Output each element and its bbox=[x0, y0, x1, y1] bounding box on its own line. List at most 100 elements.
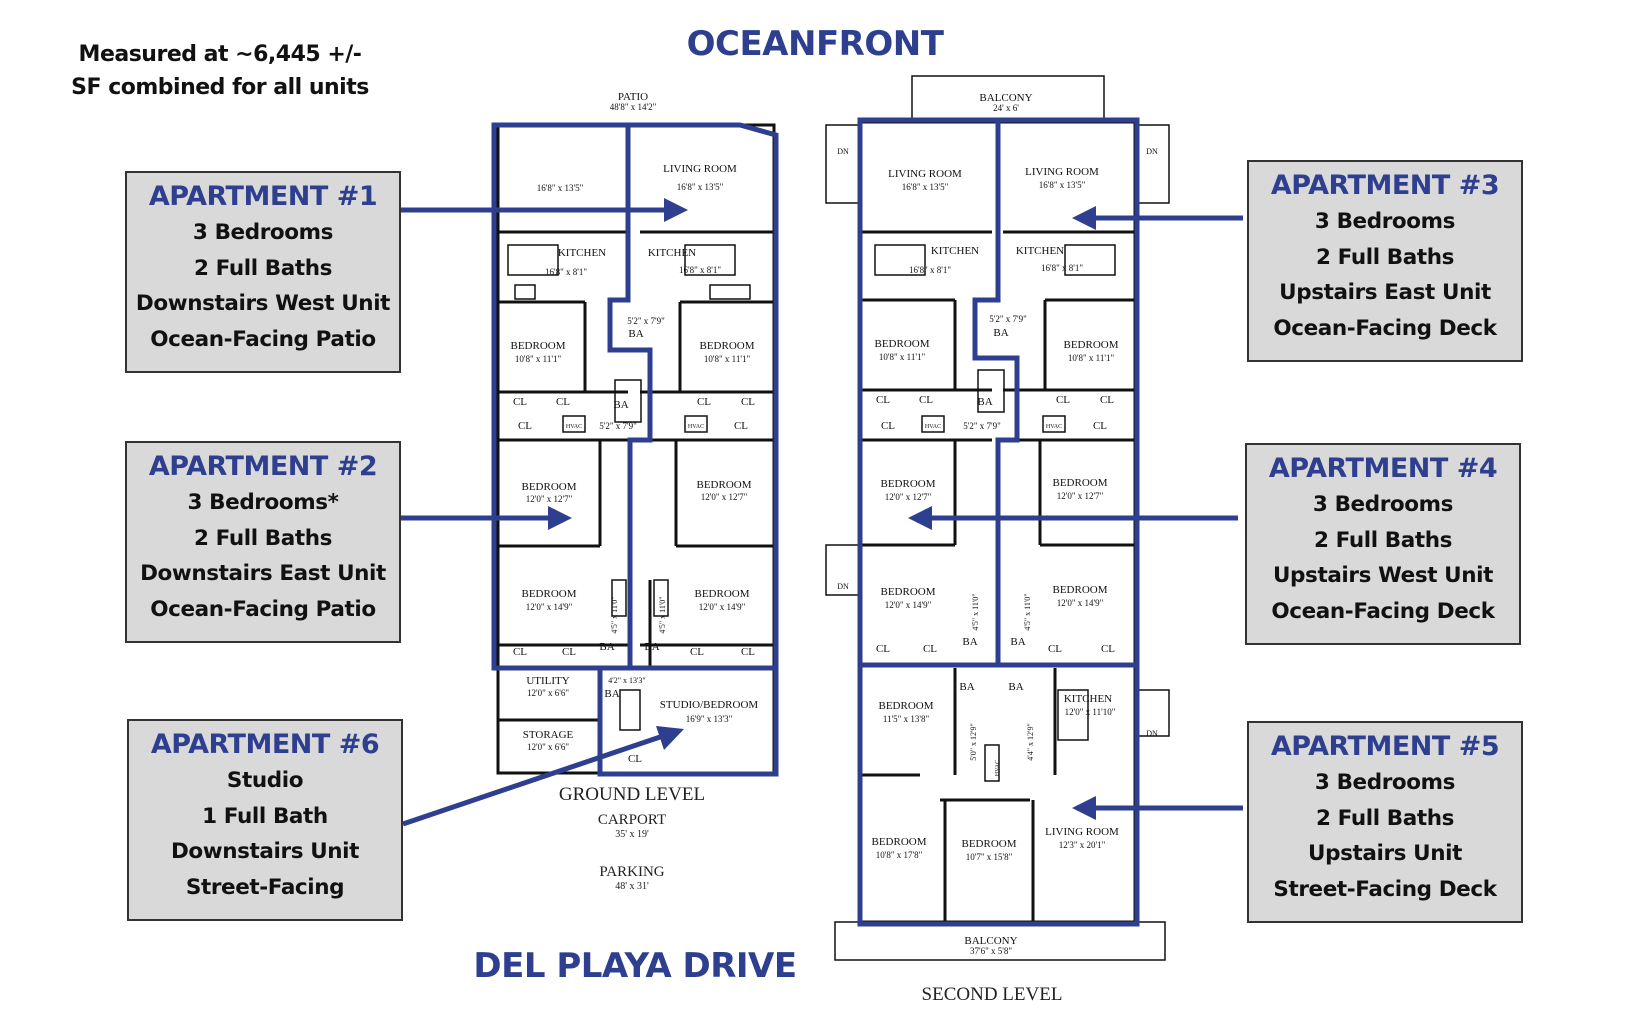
parking-dim: 48' x 31' bbox=[615, 881, 649, 892]
kitchen-label-1: KITCHEN bbox=[558, 247, 606, 259]
apartment-1-line-4: Ocean-Facing Patio bbox=[150, 326, 376, 352]
bedroom-2b-dim: 10'8" x 11'1" bbox=[1068, 353, 1115, 363]
hvac-label-1: HVAC bbox=[566, 424, 582, 430]
ba-dim-1: 5'2" x 7'9" bbox=[627, 316, 665, 326]
ba-label-2: BA bbox=[613, 399, 628, 411]
ba-label-3: BA bbox=[599, 641, 614, 653]
studio-ba-dim: 4'2" x 13'3" bbox=[608, 676, 645, 685]
bedroom-label-1: BEDROOM bbox=[510, 340, 565, 352]
apartment-3-title: APARTMENT #3 bbox=[1270, 170, 1500, 201]
cl-2: CL bbox=[556, 396, 570, 408]
dn-1: DN bbox=[837, 147, 849, 156]
cl-1: CL bbox=[513, 396, 527, 408]
hvac-2a: HVAC bbox=[925, 424, 941, 430]
bedroom-dim-2: 10'8" x 11'1" bbox=[704, 354, 751, 364]
studio-label: STUDIO/BEDROOM bbox=[660, 699, 759, 711]
ba-2f-label: BA bbox=[1008, 681, 1023, 693]
bedroom-label-5: BEDROOM bbox=[521, 588, 576, 600]
bedroom-2d-dim: 12'0" x 12'7" bbox=[1057, 491, 1104, 501]
balcony-bot-label: BALCONY bbox=[964, 935, 1017, 947]
cl-5: CL bbox=[741, 396, 755, 408]
living-label: LIVING ROOM bbox=[663, 163, 737, 175]
bedroom-label-2: BEDROOM bbox=[699, 340, 754, 352]
ba-small-dim-2: 4'5" x 11'0" bbox=[658, 596, 667, 633]
cl-2c: CL bbox=[881, 420, 895, 432]
bedroom-2h-dim: 10'8" x 17'8" bbox=[876, 850, 923, 860]
apartment-6-line-2: 1 Full Bath bbox=[202, 803, 328, 829]
carport-label: CARPORT bbox=[597, 812, 667, 828]
ba-2a-dim: 5'2" x 7'9" bbox=[989, 314, 1027, 324]
bedroom-dim-1: 10'8" x 11'1" bbox=[515, 354, 562, 364]
hvac-2c: HVAC bbox=[995, 760, 1001, 776]
apartment-1-title: APARTMENT #1 bbox=[148, 181, 378, 212]
callout-arrows bbox=[400, 198, 1243, 827]
ba-2f-dim: 4'4" x 12'9" bbox=[1026, 723, 1035, 760]
storage-label: STORAGE bbox=[523, 729, 574, 741]
bedroom-2a-label: BEDROOM bbox=[874, 338, 929, 350]
cl-8: CL bbox=[562, 646, 576, 658]
cl-3: CL bbox=[518, 420, 532, 432]
studio-cl: CL bbox=[628, 753, 642, 765]
bedroom-2g-dim: 11'5" x 13'8" bbox=[883, 714, 930, 724]
apartment-1-line-3: Downstairs West Unit bbox=[135, 291, 391, 316]
apartment-2-line-1: 3 Bedrooms* bbox=[187, 490, 339, 515]
cl-7: CL bbox=[513, 646, 527, 658]
apartment-4-line-4: Ocean-Facing Deck bbox=[1271, 598, 1495, 624]
kitchen-dim-2: 16'8" x 8'1" bbox=[679, 265, 721, 275]
ba-label-1: BA bbox=[628, 328, 643, 340]
apartment-3-line-4: Ocean-Facing Deck bbox=[1273, 315, 1497, 341]
apartment-4-line-2: 2 Full Baths bbox=[1313, 527, 1453, 553]
bedroom-label-3: BEDROOM bbox=[521, 481, 576, 493]
kitchen-dim-1: 16'8" x 8'1" bbox=[545, 267, 587, 277]
living-2a-label: LIVING ROOM bbox=[888, 168, 962, 180]
unit-outlines bbox=[491, 117, 1140, 927]
kitchen-label-2: KITCHEN bbox=[648, 247, 696, 259]
apartment-6-box: APARTMENT #6 Studio 1 Full Bath Downstai… bbox=[127, 719, 403, 921]
cl-2e: CL bbox=[1100, 394, 1114, 406]
bedroom-2b-label: BEDROOM bbox=[1063, 339, 1118, 351]
bedroom-dim-5: 12'0" x 14'9" bbox=[526, 602, 573, 612]
ba-label-4: BA bbox=[644, 641, 659, 653]
kitchen-2b-dim: 16'8" x 8'1" bbox=[1041, 263, 1083, 273]
living-2c-label: LIVING ROOM bbox=[1045, 826, 1119, 838]
apartment-1-box: APARTMENT #1 3 Bedrooms 2 Full Baths Dow… bbox=[125, 171, 401, 373]
bedroom-2e-dim: 12'0" x 14'9" bbox=[885, 600, 932, 610]
living-2b-label: LIVING ROOM bbox=[1025, 166, 1099, 178]
utility-label: UTILITY bbox=[526, 675, 569, 687]
cl-2g: CL bbox=[876, 643, 890, 655]
living-2a-dim: 16'8" x 13'5" bbox=[902, 182, 949, 192]
balcony-top-label: BALCONY bbox=[979, 92, 1032, 104]
ba-2b-dim: 5'2" x 7'9" bbox=[963, 421, 1001, 431]
apartment-3-line-3: Upstairs East Unit bbox=[1279, 280, 1491, 305]
cl-2d: CL bbox=[1056, 394, 1070, 406]
apartment-6-line-4: Street-Facing bbox=[185, 874, 345, 900]
bedroom-2g-label: BEDROOM bbox=[878, 700, 933, 712]
apartment-6-title: APARTMENT #6 bbox=[150, 729, 380, 760]
apartment-1-line-1: 3 Bedrooms bbox=[192, 220, 334, 245]
apartment-5-line-1: 3 Bedrooms bbox=[1314, 770, 1456, 795]
apartment-5-title: APARTMENT #5 bbox=[1270, 731, 1500, 762]
apartment-6-line-1: Studio bbox=[226, 768, 304, 793]
apartment-4-line-3: Upstairs West Unit bbox=[1273, 563, 1493, 588]
room-a-dim: 16'8" x 13'5" bbox=[537, 183, 584, 193]
cl-10: CL bbox=[741, 646, 755, 658]
ba-2e-label: BA bbox=[959, 681, 974, 693]
kitchen-2c-label: KITCHEN bbox=[1064, 693, 1112, 705]
apartment-3-box: APARTMENT #3 3 Bedrooms 2 Full Baths Ups… bbox=[1247, 160, 1523, 362]
hvac-2b: HVAC bbox=[1046, 424, 1062, 430]
bedroom-2c-label: BEDROOM bbox=[880, 478, 935, 490]
bedroom-2f-dim: 12'0" x 14'9" bbox=[1057, 598, 1104, 608]
ba-2c-label: BA bbox=[962, 636, 977, 648]
bedroom-2f-label: BEDROOM bbox=[1052, 584, 1107, 596]
apartment-4-line-1: 3 Bedrooms bbox=[1312, 492, 1454, 517]
ba-2d-label: BA bbox=[1010, 636, 1025, 648]
apartment-3-line-1: 3 Bedrooms bbox=[1314, 209, 1456, 234]
bedroom-2i-dim: 10'7" x 15'8" bbox=[966, 852, 1013, 862]
dn-4: DN bbox=[1146, 729, 1158, 738]
bedroom-2i-label: BEDROOM bbox=[961, 838, 1016, 850]
bedroom-2h-label: BEDROOM bbox=[871, 836, 926, 848]
bedroom-dim-3: 12'0" x 12'7" bbox=[526, 494, 573, 504]
living-dim: 16'8" x 13'5" bbox=[677, 182, 724, 192]
apartment-5-line-2: 2 Full Baths bbox=[1315, 805, 1455, 831]
